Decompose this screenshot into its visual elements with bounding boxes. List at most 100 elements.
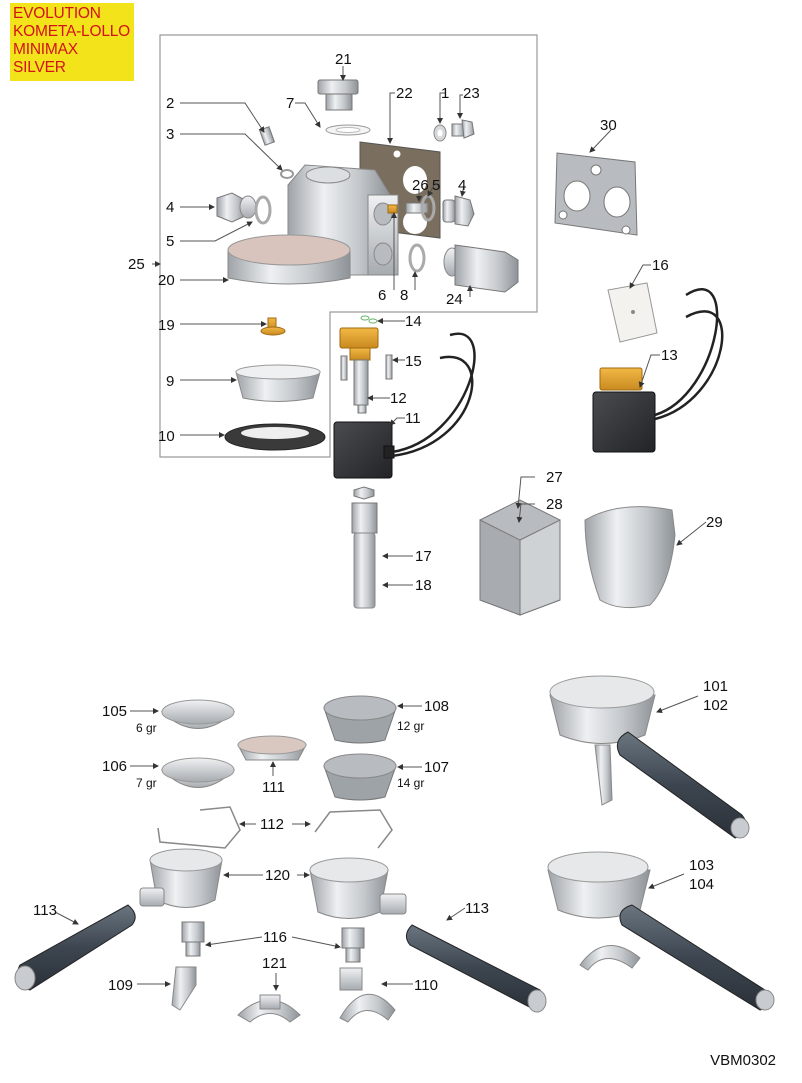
label-21: 21	[335, 51, 352, 68]
label-1: 1	[441, 85, 449, 102]
label-15: 15	[405, 353, 422, 370]
part-27-28-cover	[479, 499, 561, 616]
label-12: 12	[390, 390, 407, 407]
label-3: 3	[166, 126, 174, 143]
part-9-filter-basket	[235, 364, 321, 402]
label-11: 11	[405, 410, 421, 427]
part-120-holder-right	[309, 857, 407, 919]
model-name-silver: SILVER	[13, 59, 66, 76]
label-110: 110	[414, 977, 438, 994]
label-112: 112	[260, 816, 284, 833]
part-6-brass-jet	[387, 204, 398, 214]
label-24: 24	[446, 291, 463, 308]
note-108-12gr: 12 gr	[397, 719, 424, 733]
label-14: 14	[405, 313, 422, 330]
part-112-springs	[157, 806, 393, 849]
part-23-bolt	[451, 119, 475, 139]
part-11-coil	[333, 332, 476, 479]
model-name-kometa-lollo: KOMETA-LOLLO	[13, 23, 131, 40]
part-21-cap	[317, 79, 359, 111]
model-name-evolution: EVOLUTION	[13, 5, 101, 22]
label-116: 116	[263, 929, 287, 946]
part-109-spout-single	[171, 966, 197, 1011]
part-26-pin	[405, 202, 429, 214]
part-7-washer	[325, 124, 371, 136]
label-111: 111	[262, 779, 285, 796]
label-120: 120	[265, 867, 290, 884]
label-113-left: 113	[33, 902, 57, 919]
note-105-6gr: 6 gr	[136, 721, 157, 735]
label-16: 16	[652, 257, 669, 274]
label-107: 107	[424, 759, 449, 776]
label-4-left: 4	[166, 199, 174, 216]
label-25-group: 25	[128, 256, 145, 273]
note-106-7gr: 7 gr	[136, 776, 157, 790]
part-20-shower-cover	[227, 234, 351, 285]
label-27: 27	[546, 469, 563, 486]
part-labels: 21 2 3 4 5 25 20 7 22 1 23 26 5 4 6 8 24…	[33, 51, 728, 994]
label-103: 103	[689, 857, 714, 874]
label-105: 105	[102, 703, 127, 720]
label-23: 23	[463, 85, 480, 102]
part-14-orings	[360, 315, 378, 324]
label-7: 7	[286, 95, 294, 112]
part-110-spout-double	[339, 967, 396, 1023]
leader-lines	[54, 66, 707, 991]
label-29: 29	[706, 514, 723, 531]
label-28: 28	[546, 496, 563, 513]
part-121-spout-double	[237, 994, 301, 1023]
part-3-oring	[280, 169, 294, 179]
label-13: 13	[661, 347, 678, 364]
part-106-basket	[160, 757, 236, 788]
label-17: 17	[415, 548, 432, 565]
label-30: 30	[600, 117, 617, 134]
label-106: 106	[102, 758, 127, 775]
part-nut	[353, 486, 375, 500]
part-29-cup-cover	[584, 506, 676, 609]
part-108-basket	[323, 695, 397, 744]
model-title-box: EVOLUTION KOMETA-LOLLO MINIMAX SILVER	[10, 3, 134, 81]
part-4-plug-right	[442, 195, 475, 227]
label-20: 20	[158, 272, 175, 289]
part-101-102-portafilter-single	[549, 675, 750, 839]
label-18: 18	[415, 577, 432, 594]
part-116-fitting-left	[181, 921, 205, 957]
label-5-left: 5	[166, 233, 174, 250]
part-12-valve-stem	[339, 327, 379, 414]
label-6: 6	[378, 287, 386, 304]
part-113-handle-right	[406, 924, 547, 1013]
label-101: 101	[703, 678, 728, 695]
label-8: 8	[400, 287, 408, 304]
brewhead-group-frame	[159, 34, 538, 458]
part-16-insulator	[607, 282, 658, 343]
part-19-brass-pin	[260, 317, 286, 336]
label-2: 2	[166, 95, 174, 112]
label-104: 104	[689, 876, 714, 893]
label-26: 26	[412, 177, 429, 194]
label-19: 19	[158, 317, 175, 334]
label-9: 9	[166, 373, 174, 390]
part-116-fitting-right	[341, 927, 365, 963]
part-8-washer	[408, 243, 426, 273]
part-105-basket	[160, 699, 236, 729]
part-120-holder-left	[139, 848, 223, 908]
drawing-code: VBM0302	[710, 1052, 776, 1069]
part-103-104-portafilter-double	[547, 851, 775, 1011]
part-111-basket	[237, 735, 307, 761]
label-22: 22	[396, 85, 413, 102]
part-4-plug-left	[216, 192, 257, 223]
part-15-screws	[340, 354, 393, 381]
part-113-handle-left	[14, 904, 136, 991]
note-107-14gr: 14 gr	[397, 776, 424, 790]
model-name-minimax: MINIMAX	[13, 41, 78, 58]
part-10-gasket	[224, 423, 326, 451]
label-121: 121	[262, 955, 287, 972]
part-107-basket	[323, 753, 397, 801]
label-109: 109	[108, 977, 133, 994]
part-13-coil-assembly	[592, 288, 724, 453]
part-5-washer-left	[254, 195, 272, 225]
label-113-right: 113	[465, 900, 489, 917]
label-108: 108	[424, 698, 449, 715]
